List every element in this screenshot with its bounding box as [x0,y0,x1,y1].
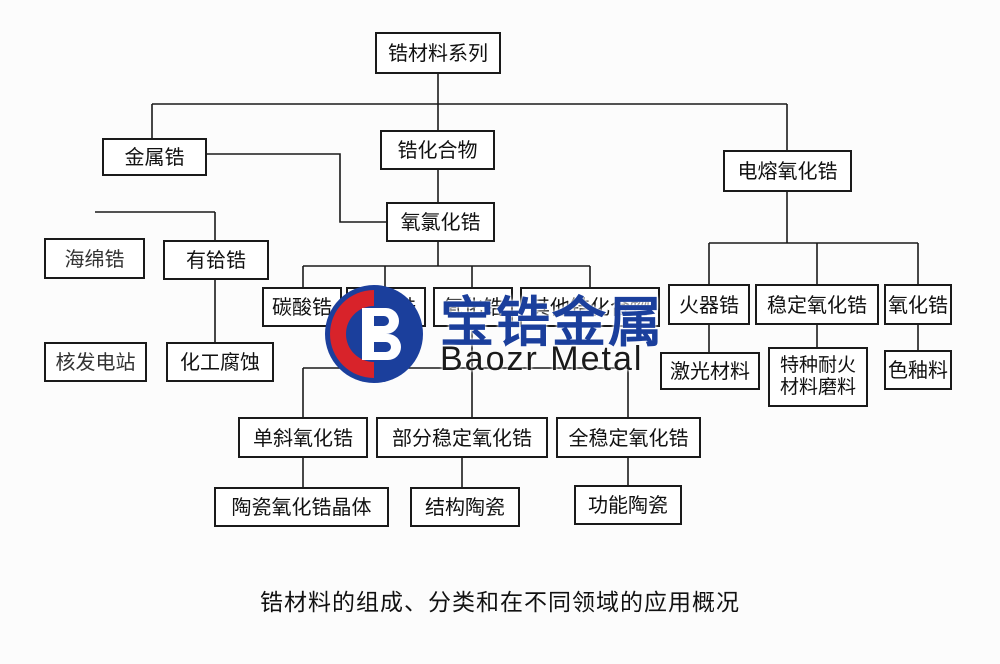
root-node: 锆材料系列 [375,32,501,74]
bg-monogram-logo-icon [325,285,423,383]
nuclear-plant-node: 核发电站 [44,342,147,382]
zirconia-crystal-node: 陶瓷氧化锆晶体 [214,487,389,527]
watermark-brand-en: Baozr Metal [440,340,644,378]
metal-zirconium-node: 金属锆 [102,138,207,176]
fused-zirconium-oxide-node: 氧化锆 [884,284,952,325]
color-glaze-node: 色釉料 [884,350,952,390]
functional-ceramics-node: 功能陶瓷 [574,485,682,525]
chemical-corrosion-node: 化工腐蚀 [166,342,274,382]
structural-ceramics-node: 结构陶瓷 [410,487,520,527]
zirconium-oxychloride-node: 氧氯化锆 [386,202,495,242]
sponge-zirconium-node: 海绵锆 [44,238,145,279]
other-compounds-node: 其他锆化合物 [520,287,660,327]
firearm-zirconium-node: 火器锆 [668,284,750,325]
zirconium-compound-node: 锆化合物 [380,130,495,170]
zirconium-oxide-node: 氧化锆 [433,287,513,327]
connector [207,153,386,223]
figure-caption: 锆材料的组成、分类和在不同领域的应用概况 [260,590,740,616]
stabilized-zirconia-node: 稳定氧化锆 [755,284,879,325]
partially-stabilized-zirconia-node: 部分稳定氧化锆 [376,417,548,458]
watermark-brand-cn: 宝锆金属 [440,291,664,354]
hafnium-zirconium-node: 有铪锆 [163,240,269,280]
fully-stabilized-zirconia-node: 全稳定氧化锆 [556,417,701,458]
special-refractory-abrasive-node: 特种耐火材料磨料 [768,347,868,407]
fused-zirconia-node: 电熔氧化锆 [723,150,852,192]
monoclinic-zirconia-node: 单斜氧化锆 [238,417,368,458]
laser-material-node: 激光材料 [660,352,760,390]
